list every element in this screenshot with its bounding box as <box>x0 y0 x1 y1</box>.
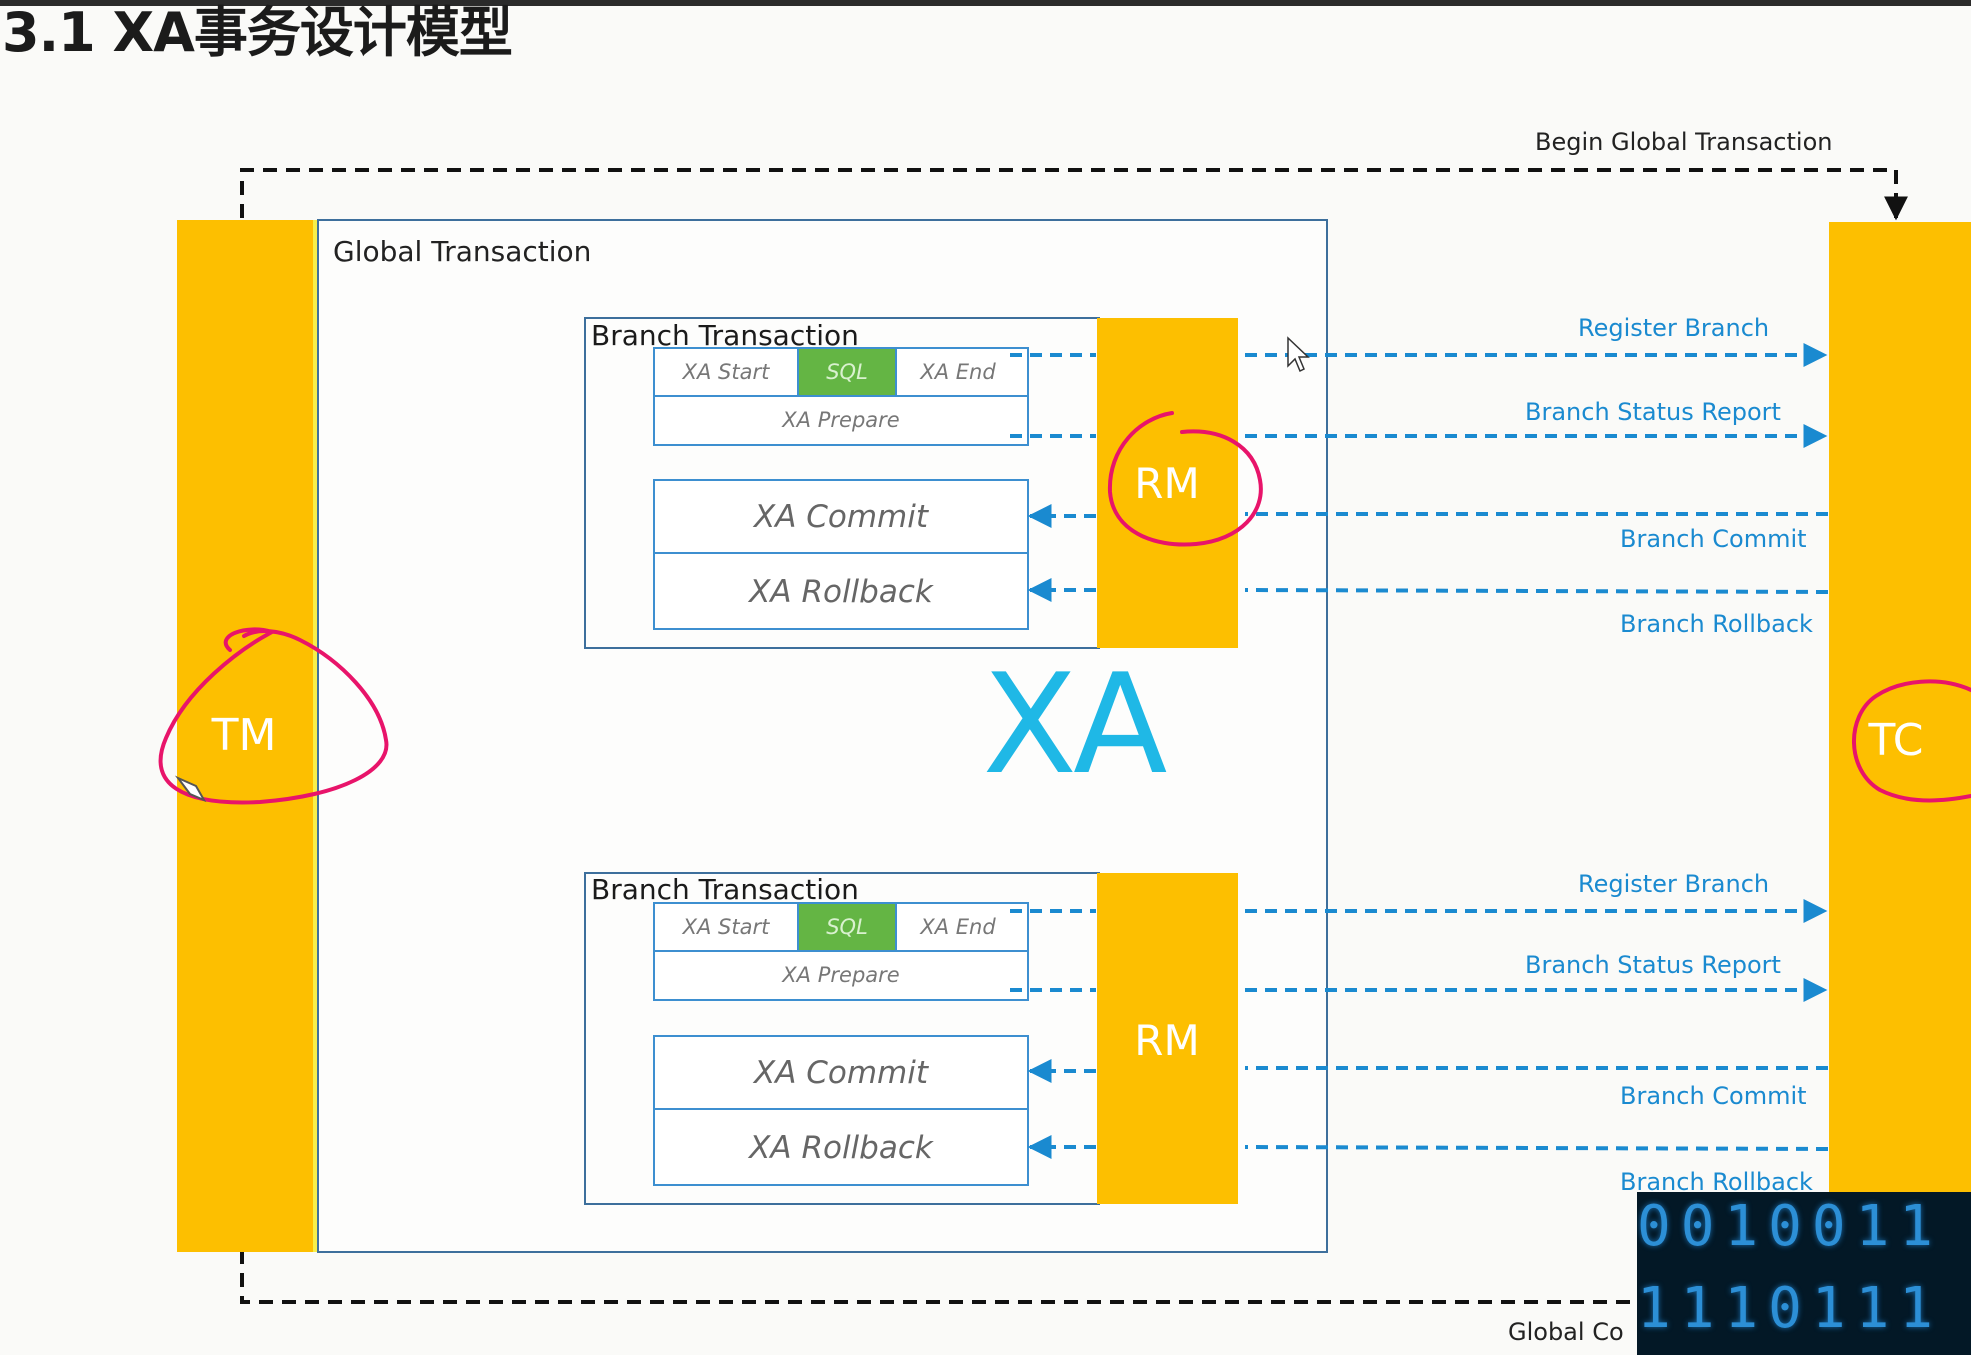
xa-prepare-text: XA Prepare <box>781 408 899 432</box>
branch-status-report-label: Branch Status Report <box>1525 398 1781 426</box>
rm-box <box>1097 873 1238 1204</box>
xa-prepare-cell <box>653 395 1029 446</box>
xa-commit-box <box>653 479 1029 554</box>
rm-box <box>1097 318 1238 648</box>
tm-label: TM <box>211 710 277 761</box>
xa-commit-text: XA Commit <box>752 499 930 535</box>
sql-text: SQL <box>826 360 868 384</box>
top-border <box>0 0 1971 6</box>
branch-rollback-arrow <box>1244 1145 1829 1151</box>
begin-global-label: Begin Global Transaction <box>1535 128 1832 156</box>
branch-rollback-arrow <box>1244 588 1829 594</box>
xa-end-cell <box>895 902 1029 952</box>
xa-end-cell <box>895 347 1029 397</box>
rm-label: RM <box>1134 459 1199 508</box>
xa-rollback-box <box>653 1108 1029 1186</box>
branch-rollback-label: Branch Rollback <box>1620 610 1813 638</box>
xa-end-text: XA End <box>919 915 996 939</box>
rm-annotation-circle <box>1107 411 1263 547</box>
xa-rollback-text: XA Rollback <box>747 1130 934 1166</box>
tc-annotation-circle <box>1852 679 1971 803</box>
xa-rollback-text: XA Rollback <box>747 574 934 610</box>
sql-text: SQL <box>826 915 868 939</box>
tm-bar-edge <box>313 220 319 1252</box>
xa-commit-box <box>653 1035 1029 1110</box>
global-transaction-label: Global Transaction <box>333 235 591 268</box>
begin-global-arrow <box>240 168 1908 221</box>
branch-transaction-1: Branch Transaction XA Start SQL XA End X… <box>584 314 1829 649</box>
tm-annotation-circle <box>158 627 389 805</box>
xa-rollback-box <box>653 552 1029 630</box>
thumbnail-binary-row-1: 0010011 <box>1637 1194 1944 1259</box>
global-commit-label: Global Co <box>1508 1318 1624 1346</box>
register-branch-label: Register Branch <box>1578 870 1769 898</box>
pen-cursor-icon <box>174 775 207 803</box>
branch-title: Branch Transaction <box>591 319 859 352</box>
xa-label: XA <box>983 644 1168 805</box>
xa-prepare-text: XA Prepare <box>781 963 899 987</box>
video-thumbnail: 0010011 1110111 <box>1637 1192 1971 1355</box>
xa-start-text: XA Start <box>682 915 770 939</box>
global-commit-arrow <box>240 1250 1650 1304</box>
xa-prepare-cell <box>653 950 1029 1001</box>
xa-end-text: XA End <box>919 360 996 384</box>
register-branch-label: Register Branch <box>1578 314 1769 342</box>
tc-label: TC <box>1867 715 1923 766</box>
xa-commit-text: XA Commit <box>752 1055 930 1091</box>
tm-bar <box>177 220 317 1252</box>
tc-bar <box>1829 222 1971 1355</box>
branch-title: Branch Transaction <box>591 873 859 906</box>
slide-title: 3.1 XA事务设计模型 <box>2 1 513 64</box>
branch-status-report-label: Branch Status Report <box>1525 951 1781 979</box>
mouse-cursor-icon <box>1287 336 1310 373</box>
rm-label: RM <box>1134 1016 1199 1065</box>
xa-start-text: XA Start <box>682 360 770 384</box>
branch-transaction-2: Branch Transaction XA Start SQL XA End X… <box>584 870 1829 1205</box>
branch-commit-label: Branch Commit <box>1620 1082 1807 1110</box>
thumbnail-binary-row-2: 1110111 <box>1637 1276 1944 1341</box>
branch-commit-label: Branch Commit <box>1620 525 1807 553</box>
branch-rollback-label: Branch Rollback <box>1620 1168 1813 1196</box>
